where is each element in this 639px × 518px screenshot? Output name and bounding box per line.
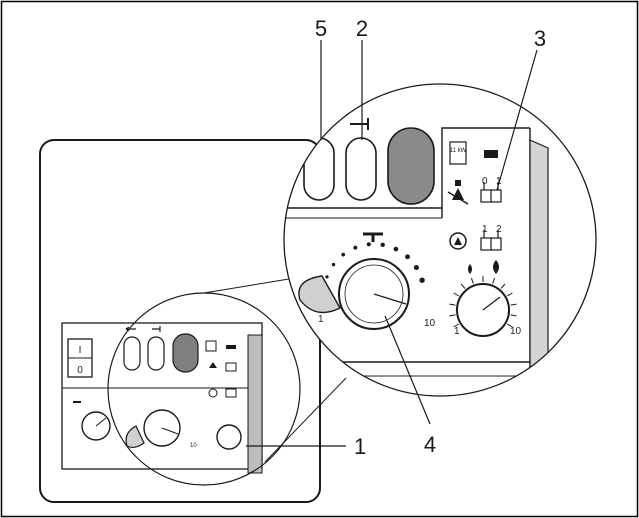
power-switch-off-label: 0 — [77, 365, 83, 376]
leader-3 — [496, 49, 538, 191]
wrench-icon — [152, 326, 161, 332]
pump-mode-switch[interactable] — [480, 230, 502, 251]
side-strip — [247, 334, 263, 474]
dhw-scale-dot — [419, 277, 425, 283]
reset-button-dark[interactable] — [387, 127, 435, 205]
service-wrench-icon — [350, 118, 369, 130]
magnifier-circle-large — [283, 83, 597, 397]
leader-4 — [384, 315, 431, 425]
dhw-scale-dot — [331, 262, 336, 267]
boiler-scale-tick — [449, 314, 456, 317]
callout-3: 3 — [534, 26, 546, 51]
flame-icon-small — [468, 264, 472, 274]
boiler-scale-tick — [510, 314, 517, 317]
boiler-dial-small[interactable] — [216, 424, 242, 450]
boiler-dial-pointer — [482, 296, 501, 311]
dhw-lever[interactable] — [125, 425, 145, 449]
boiler-scale-tick — [492, 277, 496, 284]
magnifier-circle-large-bg — [284, 84, 596, 396]
status-led — [484, 150, 498, 158]
boiler-front-panel — [39, 139, 321, 503]
dhw-dial-max: 10 — [424, 318, 436, 329]
switch-3-label-0: 0 — [482, 176, 488, 187]
kw-box-icon — [449, 141, 467, 165]
dhw-scale-dot — [413, 264, 419, 271]
small-button-service[interactable] — [147, 336, 165, 371]
pump-switch-label-2: 2 — [496, 224, 502, 235]
callout-2: 2 — [356, 16, 368, 41]
kw-icon — [205, 340, 217, 352]
control-panel-overview: I 0 10 — [61, 322, 263, 474]
chimney-sweep-icon-large — [447, 180, 469, 205]
zoom-side-strip — [529, 139, 549, 396]
connector-line-bottom — [264, 377, 347, 463]
dhw-scale-dot — [325, 275, 329, 279]
dhw-scale-dot — [380, 242, 385, 247]
chimney-sweep-icon — [209, 362, 217, 368]
boiler-scale-tick — [506, 323, 513, 328]
dhw-scale-dot — [341, 252, 346, 257]
callout-1: 1 — [354, 434, 366, 459]
dhw-dial-small-max: 10 — [190, 443, 197, 449]
boiler-scale-tick — [500, 283, 506, 289]
power-switch-on-label: I — [79, 345, 82, 356]
mini-switch-icon-2 — [225, 388, 237, 398]
dhw-scale-dot — [393, 246, 399, 252]
boiler-scale-tick — [510, 303, 517, 306]
boiler-scale-tick — [453, 323, 460, 328]
boiler-dial-scale — [449, 276, 517, 328]
button-2-service[interactable] — [345, 137, 377, 201]
small-button-dark[interactable] — [172, 333, 199, 373]
flame-icon-large — [493, 260, 499, 274]
small-button-left[interactable] — [123, 336, 141, 371]
dhw-dial-lever[interactable] — [298, 275, 341, 314]
dhw-scale-dot — [353, 245, 358, 250]
boiler-scale-tick — [506, 292, 513, 297]
hot-water-tap-icon — [363, 232, 383, 242]
zoomed-control-panel: 11 kW 0 1 1 2 — [284, 118, 596, 396]
return-arrow-icon — [125, 326, 136, 332]
boiler-scale-tick — [470, 277, 474, 284]
callout-5: 5 — [315, 16, 327, 41]
dhw-dial-pointer — [373, 293, 407, 305]
small-led — [226, 345, 236, 349]
kw-box-text: 11 kW — [450, 148, 467, 154]
boiler-scale-tick — [460, 283, 466, 289]
dhw-scale-dot — [405, 254, 410, 260]
mini-switch-icon — [225, 362, 237, 372]
boiler-scale-tick — [449, 303, 456, 306]
pump-switch-label-1: 1 — [482, 224, 488, 235]
dhw-scale-dot — [366, 242, 371, 247]
dhw-dial-scale — [325, 242, 425, 283]
pump-icon — [208, 388, 218, 398]
pump-icon-large — [449, 232, 467, 250]
dhw-dial-min: 1 — [318, 314, 324, 325]
boiler-dial-max: 10 — [510, 326, 522, 337]
boiler-scale-tick — [453, 292, 460, 297]
callout-4: 4 — [424, 432, 436, 457]
boiler-dial-min: 1 — [454, 326, 460, 337]
